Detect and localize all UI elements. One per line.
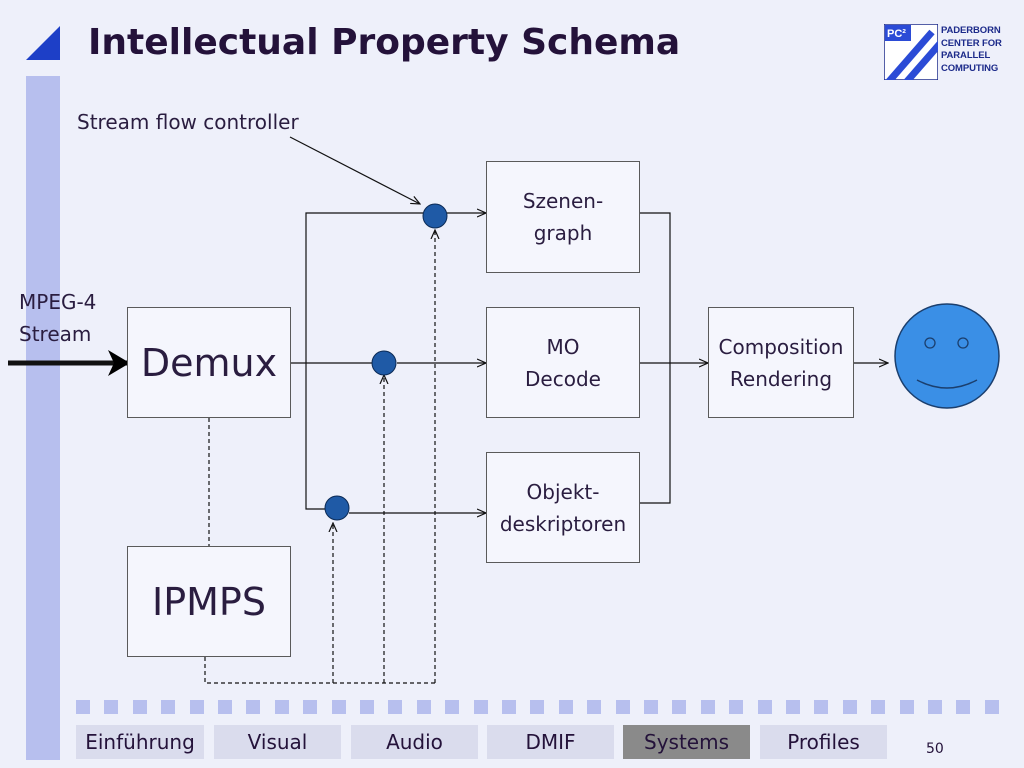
controller-pointer-arrow [289, 136, 420, 204]
decorative-square [161, 700, 176, 714]
scene-graph-box: Szenen- graph [486, 161, 640, 273]
nav-item-systems[interactable]: Systems [623, 725, 750, 759]
composition-line1: Composition [718, 334, 844, 359]
ipmps-box: IPMPS [127, 546, 291, 657]
demux-box: Demux [127, 307, 291, 418]
decorative-square [360, 700, 374, 714]
scene-graph-line2: graph [533, 221, 593, 245]
controller-label: Stream flow controller [77, 110, 299, 134]
input-label-line2: Stream [19, 322, 92, 346]
decorative-square [445, 700, 460, 714]
object-descriptor-line2: deskriptoren [499, 511, 627, 536]
logo-line: COMPUTING [941, 62, 999, 74]
flow-control-node-top [422, 203, 448, 229]
decorative-square [842, 700, 857, 714]
decorative-square [76, 700, 90, 714]
decorative-square [871, 700, 886, 714]
demux-to-bottom-node [305, 363, 325, 510]
logo-mark-text: PC² [887, 28, 906, 40]
nav-item-profiles[interactable]: Profiles [760, 725, 887, 759]
page-number: 50 [926, 741, 944, 757]
composition-rendering-box: Composition Rendering [708, 307, 854, 418]
flow-connectors [8, 136, 888, 513]
decorative-square [246, 700, 261, 714]
corner-triangle-icon [26, 26, 60, 60]
decorative-square [956, 700, 971, 714]
flow-control-node-bottom [324, 495, 350, 521]
object-descriptor-box: Objekt- deskriptoren [486, 452, 640, 563]
decorative-square [331, 700, 346, 714]
decorative-square [303, 700, 318, 714]
ipmps-bus [204, 657, 435, 684]
mo-decode-line1: MO [546, 334, 580, 359]
input-label-line1: MPEG-4 [19, 290, 97, 314]
decorative-square [928, 700, 942, 714]
decorative-square [984, 700, 999, 714]
decorative-square [473, 700, 488, 714]
pc2-logo: PC² PADERBORN CENTER FOR PARALLEL COMPUT… [884, 24, 1002, 82]
decorative-square [899, 700, 914, 714]
decorative-square [416, 700, 431, 714]
ipmp-control-lines [204, 230, 435, 684]
decorative-square [104, 700, 119, 714]
decorative-square [729, 700, 744, 714]
decorative-square [189, 700, 204, 714]
decorative-square [644, 700, 658, 714]
left-accent-bar [26, 76, 60, 760]
nav-item-visual[interactable]: Visual [214, 725, 341, 759]
viewer-smiley-icon [894, 303, 1000, 409]
decorative-square [132, 700, 147, 714]
scene-graph-line1: Szenen- [522, 189, 604, 213]
decorative-square [530, 700, 545, 714]
nav-item-einfuehrung[interactable]: Einführung [76, 725, 204, 759]
demux-label: Demux [140, 340, 278, 385]
mo-decode-line2: Decode [525, 366, 601, 391]
decorative-square [502, 700, 516, 714]
nav-item-dmif[interactable]: DMIF [487, 725, 614, 759]
pc2-logo-mark-icon: PC² [884, 24, 938, 80]
object-descriptor-line1: Objekt- [526, 479, 600, 504]
decorative-square [786, 700, 800, 714]
decorative-square [587, 700, 602, 714]
ipmps-label: IPMPS [152, 579, 266, 624]
decorative-square [672, 700, 687, 714]
mo-decode-box: MO Decode [486, 307, 640, 418]
decorative-square [218, 700, 232, 714]
decorative-square [814, 700, 829, 714]
decorative-square [615, 700, 630, 714]
logo-line: PARALLEL [941, 50, 991, 61]
flow-control-node-middle [371, 350, 397, 376]
logo-line: CENTER FOR [941, 37, 1002, 49]
decorative-square [558, 700, 573, 714]
decorative-square [388, 700, 403, 714]
decorative-square [700, 700, 715, 714]
decorative-square-row [76, 700, 1000, 714]
decorative-square [757, 700, 772, 714]
demux-to-top-node [305, 212, 423, 363]
logo-line: PADERBORN [941, 25, 1001, 36]
page-title: Intellectual Property Schema [88, 22, 681, 63]
logo-text: PADERBORN CENTER FOR PARALLEL COMPUTING [941, 25, 1002, 75]
nav-item-audio[interactable]: Audio [351, 725, 478, 759]
composition-line2: Rendering [729, 366, 833, 391]
collector-line [640, 212, 671, 504]
decorative-square [274, 700, 289, 714]
